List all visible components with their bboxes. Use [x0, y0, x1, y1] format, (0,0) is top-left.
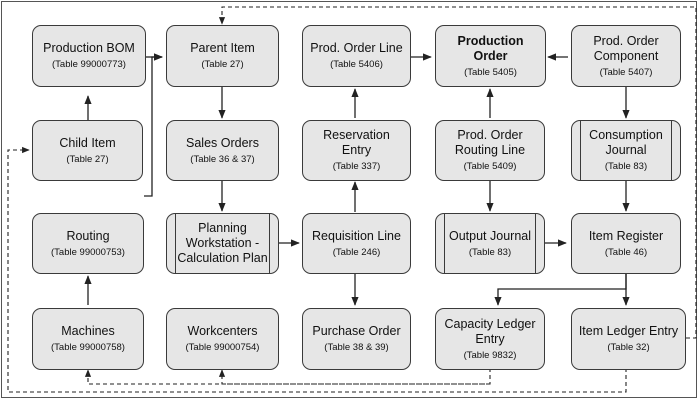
node-routing: Routing (Table 99000753): [32, 213, 144, 274]
node-table-ref: (Table 5409): [463, 161, 517, 172]
node-title: Consumption Journal: [589, 128, 663, 157]
node-table-ref: (Table 5405): [464, 66, 517, 78]
node-title: Parent Item: [190, 41, 255, 55]
node-title: Child Item: [59, 135, 116, 150]
node-item-ledger-entry: Item Ledger Entry (Table 32): [571, 308, 686, 370]
node-table-ref: (Table 83): [468, 246, 512, 258]
node-title: Item Ledger Entry: [578, 324, 679, 338]
node-table-ref: (Table 99000754): [185, 342, 260, 353]
node-sales-orders: Sales Orders (Table 36 & 37): [166, 120, 279, 181]
node-prod-order-line: Prod. Order Line (Table 5406): [302, 25, 411, 87]
node-consumption-journal: Consumption Journal (Table 83): [571, 120, 681, 181]
arrow-routing-to-parent-item: [144, 53, 163, 197]
node-item-register: Item Register (Table 46): [571, 213, 681, 274]
node-title: Production BOM: [43, 41, 135, 55]
node-table-ref: (Table 36 & 37): [190, 153, 255, 165]
node-title: Purchase Order: [312, 324, 401, 338]
node-output-journal: Output Journal (Table 83): [435, 213, 545, 274]
node-planning-workstation: Planning Workstation - Calculation Plan: [166, 213, 279, 274]
node-workcenters: Workcenters (Table 99000754): [166, 308, 279, 370]
node-parent-item: Parent Item (Table 27): [166, 25, 279, 87]
node-table-ref: (Table 9832): [463, 349, 517, 361]
dashed-arrow-capacity-to-machines: [84, 368, 491, 385]
node-title: Sales Orders: [186, 135, 259, 150]
arrow-item-register-to-capacity-ledger: [494, 274, 627, 306]
node-table-ref: (Table 38 & 39): [324, 342, 389, 353]
dashed-arrow-item-ledger-to-parent-item: [218, 6, 697, 339]
node-prod-order-component: Prod. Order Component (Table 5407): [571, 25, 681, 87]
node-title: Prod. Order Line: [310, 41, 403, 55]
node-title: Workcenters: [187, 324, 258, 338]
node-table-ref: (Table 99000753): [51, 246, 125, 258]
node-child-item: Child Item (Table 27): [32, 120, 143, 181]
node-title: Prod. Order Component: [593, 33, 659, 63]
node-production-order: Production Order (Table 5405): [435, 25, 546, 87]
node-title: Requisition Line: [312, 228, 401, 243]
node-requisition-line: Requisition Line (Table 246): [302, 213, 411, 274]
node-reservation-entry: Reservation Entry (Table 337): [302, 120, 411, 181]
node-title: Item Register: [588, 228, 664, 243]
node-purchase-order: Purchase Order (Table 38 & 39): [302, 308, 411, 370]
node-prod-order-routing-line: Prod. Order Routing Line (Table 5409): [435, 120, 545, 181]
node-table-ref: (Table 27): [66, 153, 109, 165]
node-title: Output Journal: [449, 228, 531, 243]
node-production-bom: Production BOM (Table 99000773): [32, 25, 146, 87]
dashed-arrow-item-ledger-to-child-item: [7, 146, 627, 393]
node-table-ref: (Table 27): [201, 59, 244, 70]
node-title: Routing: [66, 228, 110, 243]
node-table-ref: (Table 337): [332, 161, 381, 172]
node-capacity-ledger-entry: Capacity Ledger Entry (Table 9832): [435, 308, 545, 370]
node-table-ref: (Table 83): [604, 161, 648, 172]
node-table-ref: (Table 99000773): [52, 59, 126, 70]
node-table-ref: (Table 32): [607, 342, 650, 353]
dashed-arrow-capacity-to-workcenters: [218, 369, 490, 385]
node-title: Prod. Order Routing Line: [454, 128, 526, 157]
node-table-ref: (Table 5407): [599, 66, 653, 78]
node-title: Reservation Entry: [323, 128, 390, 157]
node-machines: Machines (Table 99000758): [32, 308, 144, 370]
node-table-ref: (Table 5406): [330, 59, 383, 70]
node-title: Production Order: [457, 33, 524, 63]
node-table-ref: (Table 99000758): [51, 342, 125, 353]
node-table-ref: (Table 46): [604, 246, 648, 258]
node-title: Planning Workstation - Calculation Plan: [177, 221, 268, 265]
node-title: Capacity Ledger Entry: [444, 316, 536, 346]
node-title: Machines: [61, 324, 115, 338]
node-table-ref: (Table 246): [332, 246, 381, 258]
